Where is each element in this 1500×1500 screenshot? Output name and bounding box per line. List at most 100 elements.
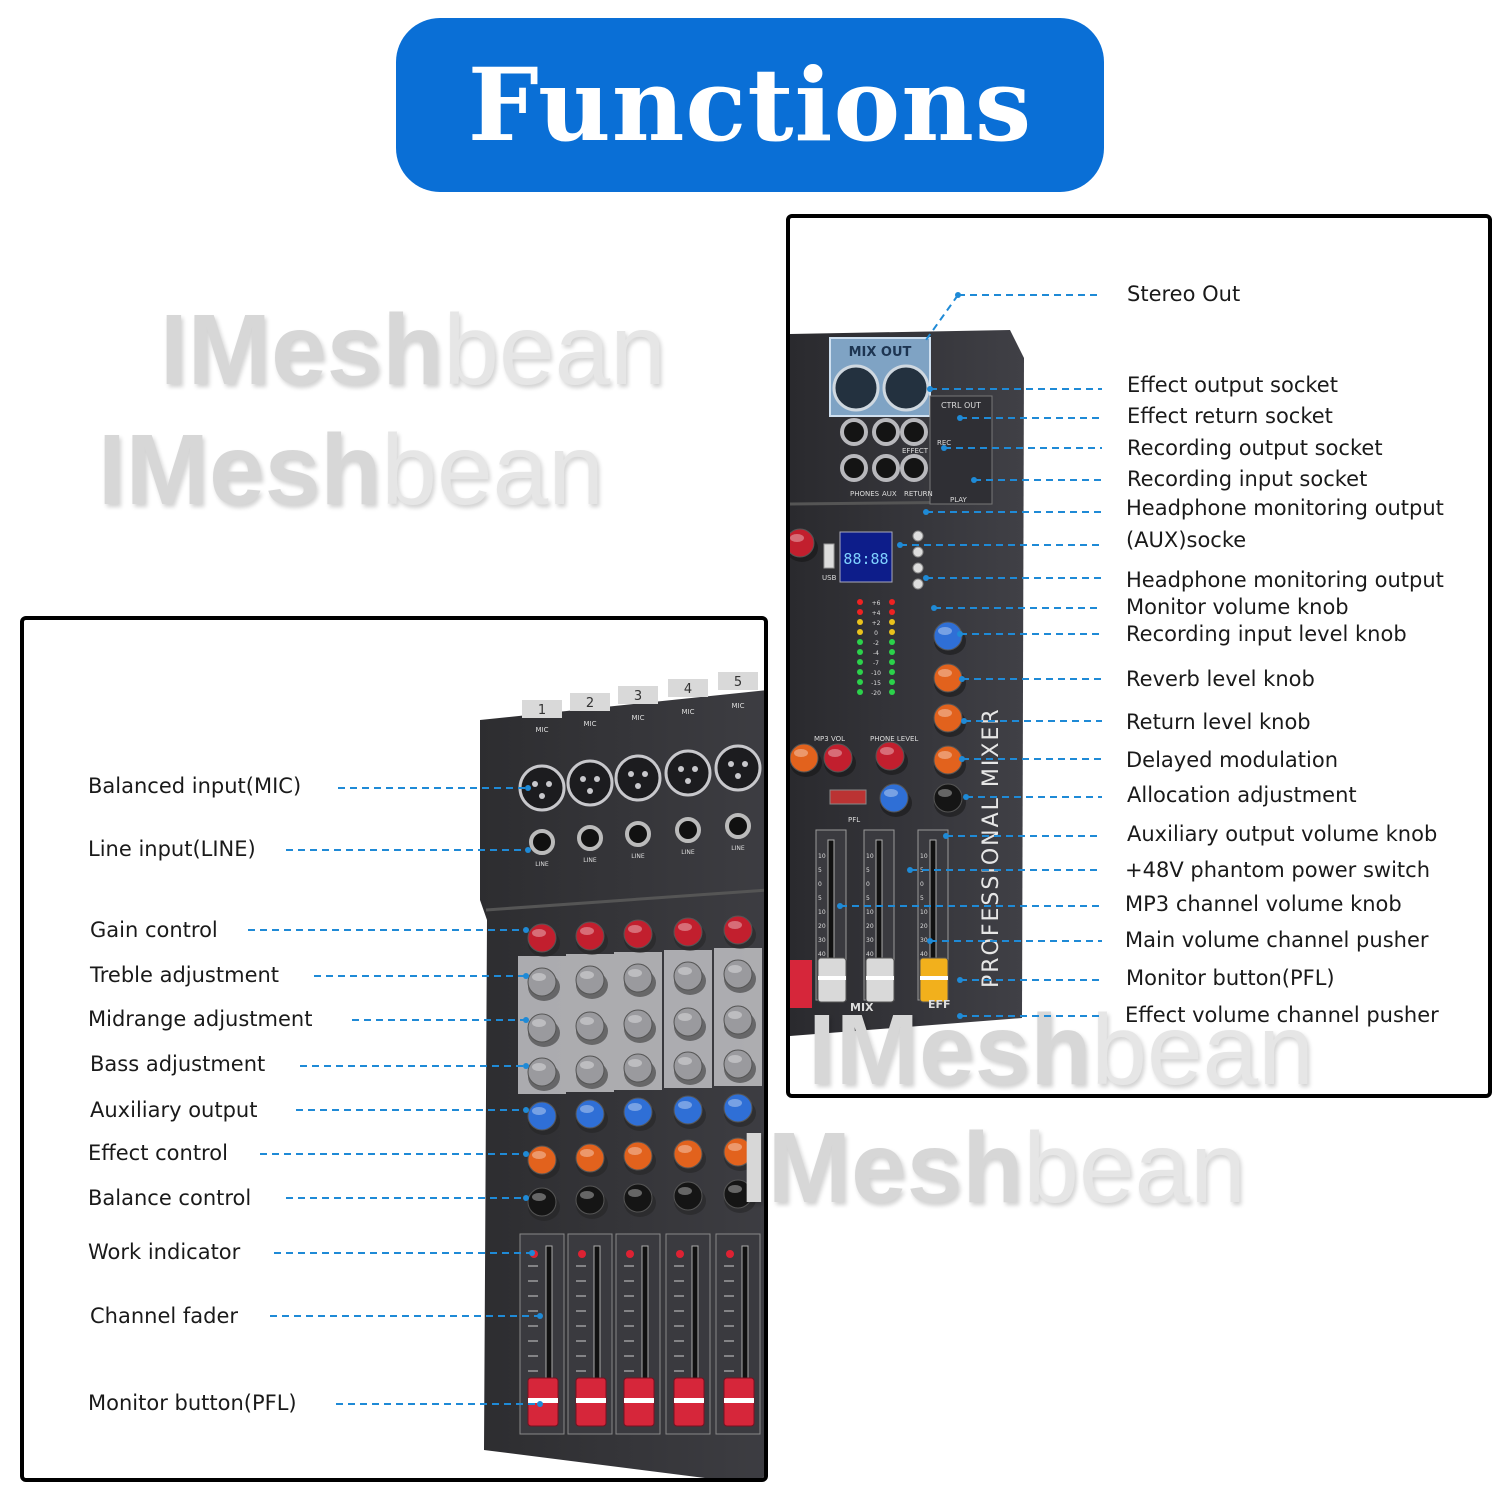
svg-text:10: 10: [920, 853, 928, 860]
peak-led: [676, 1250, 684, 1258]
channel-knob: [623, 1141, 653, 1171]
right-callout-label: Effect output socket: [1127, 373, 1338, 397]
channel-knob: [673, 917, 703, 947]
master-knob: [790, 528, 815, 558]
channel-knob: [673, 1139, 703, 1169]
leader-dot: [957, 1013, 963, 1019]
svg-text:MIC: MIC: [732, 702, 745, 710]
left-callout-label: Balanced input(MIC): [88, 774, 302, 798]
svg-text:10: 10: [920, 909, 928, 916]
meter-led: [857, 639, 863, 645]
xlr-mic-input: [614, 754, 662, 802]
svg-text:20: 20: [920, 923, 928, 930]
channel-knob: [723, 915, 753, 945]
jack-socket: [900, 454, 928, 482]
leader-dot: [523, 1107, 529, 1113]
svg-text:10: 10: [866, 853, 874, 860]
svg-text:CTRL OUT: CTRL OUT: [941, 401, 981, 410]
svg-text:+6: +6: [872, 600, 881, 607]
peak-led: [626, 1250, 634, 1258]
channel-knob: [527, 1013, 557, 1043]
master-section-illustration: MIX OUT CTRL OUT REC PLAY PHONES AUX RET…: [790, 330, 1024, 1036]
svg-text:LINE: LINE: [535, 861, 549, 868]
leader-dot: [907, 867, 913, 873]
jack-socket: [900, 418, 928, 446]
svg-text:LINE: LINE: [681, 849, 695, 856]
right-callout-label: Monitor volume knob: [1126, 595, 1349, 619]
leader-dot: [961, 718, 967, 724]
channel-number: 4: [684, 682, 692, 697]
xlr-mic-input: [664, 749, 712, 797]
svg-text:0: 0: [874, 630, 878, 637]
right-callout-label: Return level knob: [1126, 710, 1311, 734]
svg-text:5: 5: [818, 895, 822, 902]
mix-out-label: MIX OUT: [849, 345, 912, 360]
mp3-button: [912, 562, 924, 574]
channel-knob: [623, 963, 653, 993]
channel-knob: [723, 1137, 753, 1167]
channel-knob: [723, 1049, 753, 1079]
channel-knob: [623, 1053, 653, 1083]
left-callout-label: Work indicator: [88, 1240, 241, 1264]
right-callout-label: Recording output socket: [1127, 436, 1383, 460]
svg-text:LINE: LINE: [731, 845, 745, 852]
right-callout-label: +48V phantom power switch: [1125, 858, 1431, 882]
svg-text:-4: -4: [873, 650, 879, 657]
channel-knob: [723, 1179, 753, 1209]
svg-text:-7: -7: [873, 660, 879, 667]
right-callout-label: Effect return socket: [1127, 404, 1333, 428]
mp3-button: [912, 578, 924, 590]
svg-text:EFFECT: EFFECT: [902, 447, 929, 455]
svg-text:5: 5: [866, 867, 870, 874]
master-knob: [933, 703, 963, 733]
leader-dot: [523, 1017, 529, 1023]
channel-knob: [673, 1095, 703, 1125]
channel-knob: [723, 1093, 753, 1123]
svg-text:MIC: MIC: [536, 726, 549, 734]
channel-number: 2: [586, 696, 594, 711]
meter-led: [857, 689, 863, 695]
leader-dot: [931, 605, 937, 611]
leader-dot: [523, 1063, 529, 1069]
leader-dot: [529, 1250, 535, 1256]
channel-knob: [723, 959, 753, 989]
svg-text:-2: -2: [873, 640, 879, 647]
left-callout-label: Gain control: [90, 918, 218, 942]
channel-knob: [673, 1051, 703, 1081]
leader-dot: [537, 1401, 543, 1407]
leader-dot: [923, 575, 929, 581]
leader-dot: [523, 927, 529, 933]
meter-led: [889, 619, 895, 625]
meter-led: [857, 629, 863, 635]
svg-text:MIC: MIC: [584, 720, 597, 728]
line-jack: [577, 825, 603, 851]
svg-text:10: 10: [866, 909, 874, 916]
channel-knob: [623, 1097, 653, 1127]
leader-dot: [837, 903, 843, 909]
left-callout-label: Monitor button(PFL): [88, 1391, 297, 1415]
right-callout-label: Delayed modulation: [1126, 748, 1339, 772]
meter-led: [857, 659, 863, 665]
line-jack: [725, 813, 751, 839]
mp3-button: [912, 546, 924, 558]
channel-knob: [623, 1009, 653, 1039]
svg-text:MIX: MIX: [850, 1001, 874, 1014]
svg-text:MP3 VOL: MP3 VOL: [814, 735, 845, 743]
usb-port: [823, 543, 835, 569]
leader-dot: [963, 794, 969, 800]
peak-led: [726, 1250, 734, 1258]
svg-text:LINE: LINE: [583, 857, 597, 864]
svg-text:EFF: EFF: [928, 998, 951, 1011]
xlr-mic-input: [566, 759, 614, 807]
meter-led: [889, 679, 895, 685]
left-callout-label: Bass adjustment: [90, 1052, 266, 1076]
channel-knob: [527, 1057, 557, 1087]
mp3-display-text: 88:88: [843, 550, 888, 568]
leader-dot: [923, 509, 929, 515]
xlr-mic-input: [714, 744, 762, 792]
channel-knob: [623, 1183, 653, 1213]
channel-number-tab: [718, 672, 758, 690]
left-callout-label: Treble adjustment: [90, 963, 280, 987]
svg-text:40: 40: [866, 951, 874, 958]
